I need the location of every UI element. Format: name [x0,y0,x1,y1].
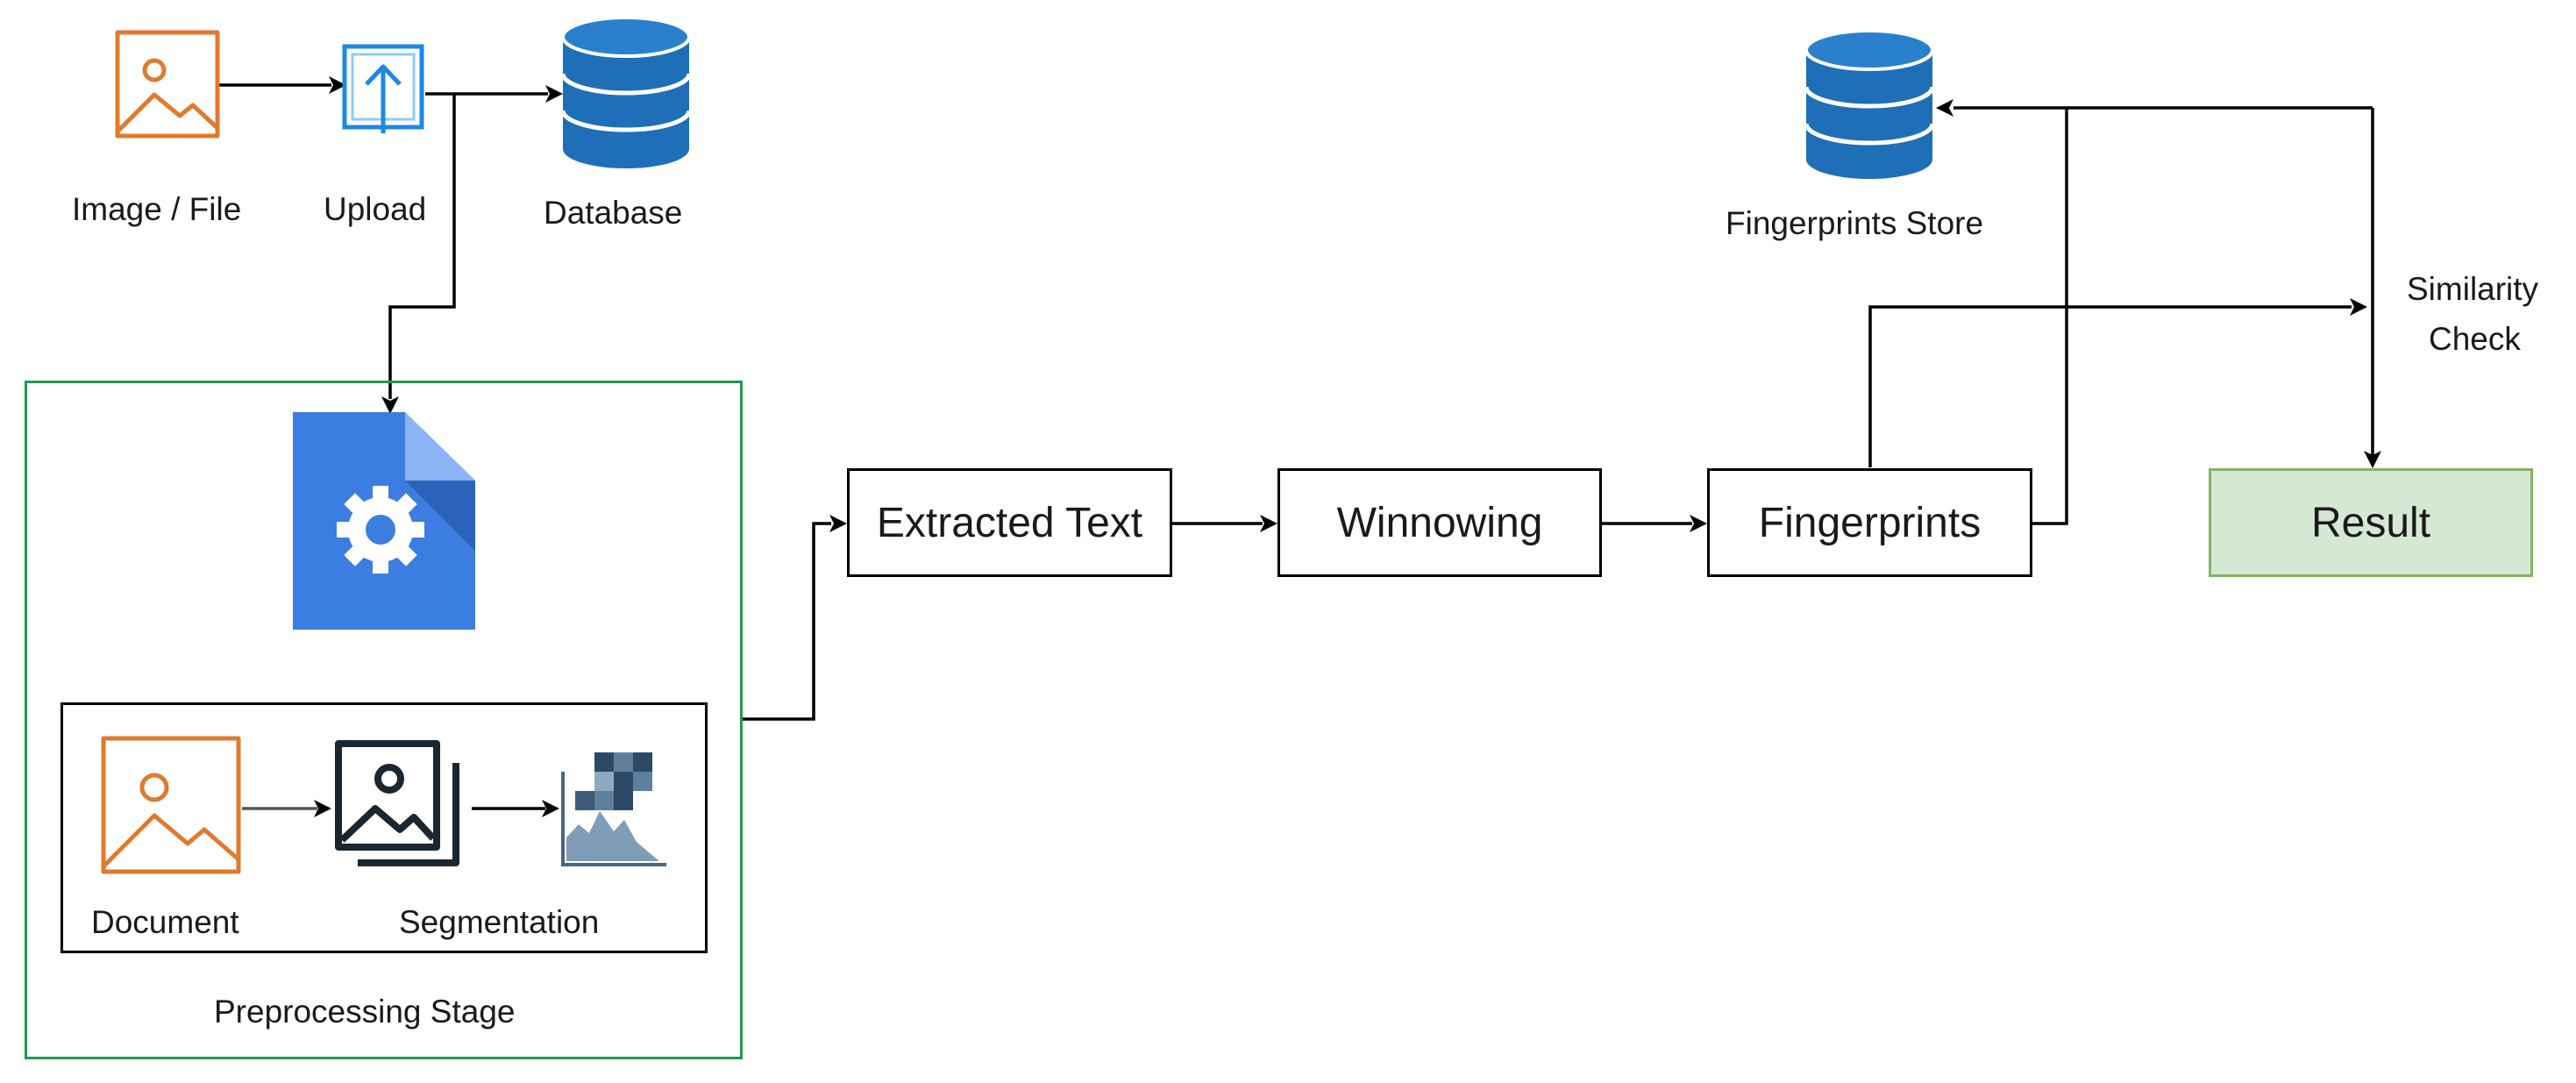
preprocessing-stage-label: Preprocessing Stage [214,994,516,1030]
arrowhead-segmentation [314,800,331,817]
document-image-icon [101,736,241,874]
arrowheads [314,76,2381,817]
arrowhead-fingerprints [1690,515,1707,532]
arrowhead-upload [329,76,346,94]
segmentation-inner-box [60,702,708,953]
arrowhead-preprocessing [381,396,399,414]
arrowhead-database [545,85,563,103]
edge-upload-to-preprocessing [388,94,456,399]
arrowhead-histogram [542,800,559,817]
check-label: Check [2429,321,2521,357]
document-label: Document [91,904,239,940]
database-icon [560,16,692,168]
connectors [219,83,2374,810]
image-icon [115,30,220,139]
arrowhead-store [1936,99,1953,117]
image-file-label: Image / File [72,191,242,227]
edge-fingerprints-to-store [1953,106,2068,525]
fingerprints-store-database-icon [1804,29,1935,179]
result-node[interactable]: Result [2209,468,2533,577]
gallery-icon [335,740,459,866]
preprocessing-stage-group [25,381,743,1059]
arrowhead-extracted [829,515,847,532]
arrowhead-winnowing [1260,515,1277,532]
segmentation-label: Segmentation [399,904,600,940]
winnowing-node[interactable]: Winnowing [1277,468,1602,577]
upload-icon [342,44,424,133]
database-label: Database [544,195,683,231]
arrowhead-result [2364,451,2381,468]
histogram-icon [561,752,666,866]
upload-label: Upload [324,191,427,227]
fingerprints-store-label: Fingerprints Store [1726,205,1984,241]
similarity-label: Similarity [2407,271,2539,307]
gear-document-icon [293,412,475,630]
edge-fingerprints-to-similarity [1868,305,2352,467]
fingerprints-node[interactable]: Fingerprints [1707,468,2032,577]
extracted-text-node[interactable]: Extracted Text [847,468,1172,577]
edge-preprocessing-to-extracted [743,522,831,721]
arrowhead-similarity [2350,298,2367,316]
